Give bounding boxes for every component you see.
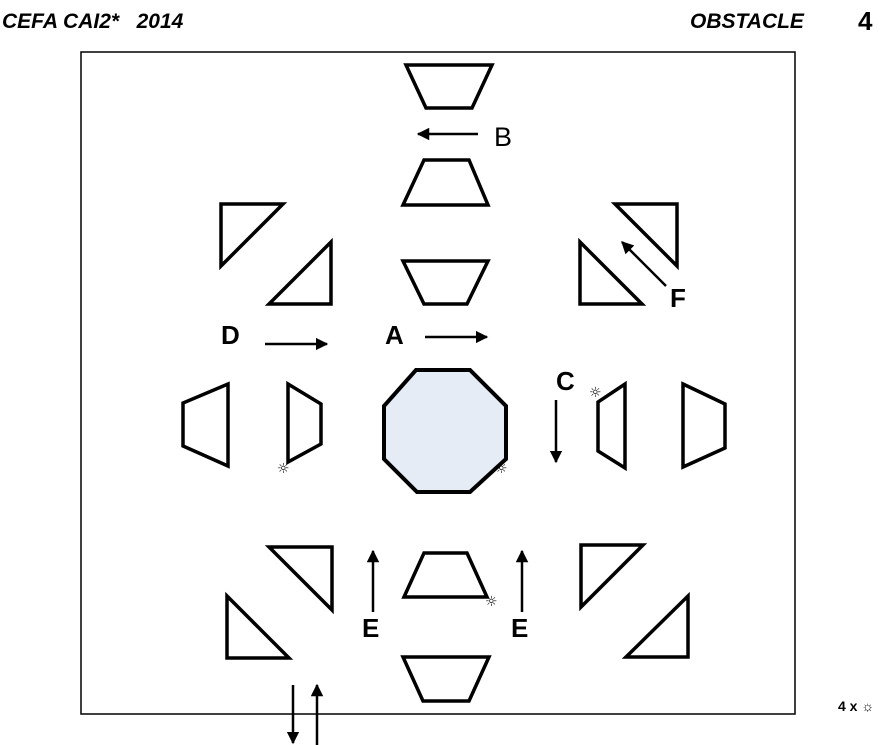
lower-left-triangle-inner — [264, 545, 334, 615]
label-c: C — [556, 366, 575, 396]
left-trapezoid-inner — [286, 380, 323, 465]
label-e-right: E — [511, 613, 528, 643]
label-f: F — [670, 283, 686, 313]
lower-right-triangle-inner — [579, 543, 648, 612]
bottom-trapezoid-1 — [401, 551, 490, 599]
obstacle-title: OBSTACLE — [690, 10, 804, 33]
right-trapezoid-outer — [681, 381, 727, 470]
left-trapezoid-outer — [181, 381, 230, 469]
obstacle-number: 4 — [858, 6, 873, 36]
star-marker-right: ☼ — [589, 385, 602, 401]
top-trapezoid-3 — [400, 259, 491, 306]
label-e-left: E — [362, 613, 379, 643]
bottom-trapezoid-2 — [400, 655, 492, 703]
star-marker-bottom: ☼ — [485, 594, 498, 610]
top-trapezoid-2 — [400, 158, 491, 207]
star-legend: 4 x ☼ — [838, 698, 874, 714]
lower-left-triangle-outer — [225, 591, 294, 660]
upper-left-triangle-outer — [219, 202, 288, 271]
label-b: B — [494, 122, 512, 152]
label-a: A — [385, 320, 404, 350]
label-d: D — [221, 320, 240, 350]
event-title: CEFA CAI2* 2014 — [2, 10, 184, 33]
upper-right-triangle-outer — [610, 202, 679, 271]
arrow-f — [621, 241, 667, 287]
star-marker-left: ☼ — [277, 461, 290, 477]
upper-right-triangle-inner — [578, 237, 647, 306]
lower-right-triangle-outer — [621, 591, 690, 659]
top-trapezoid-1 — [403, 63, 495, 110]
upper-left-triangle-inner — [264, 237, 333, 306]
right-trapezoid-inner — [596, 380, 627, 472]
star-marker-center: ☼ — [495, 461, 508, 477]
arena-border — [80, 51, 796, 715]
center-octagon — [382, 368, 508, 494]
